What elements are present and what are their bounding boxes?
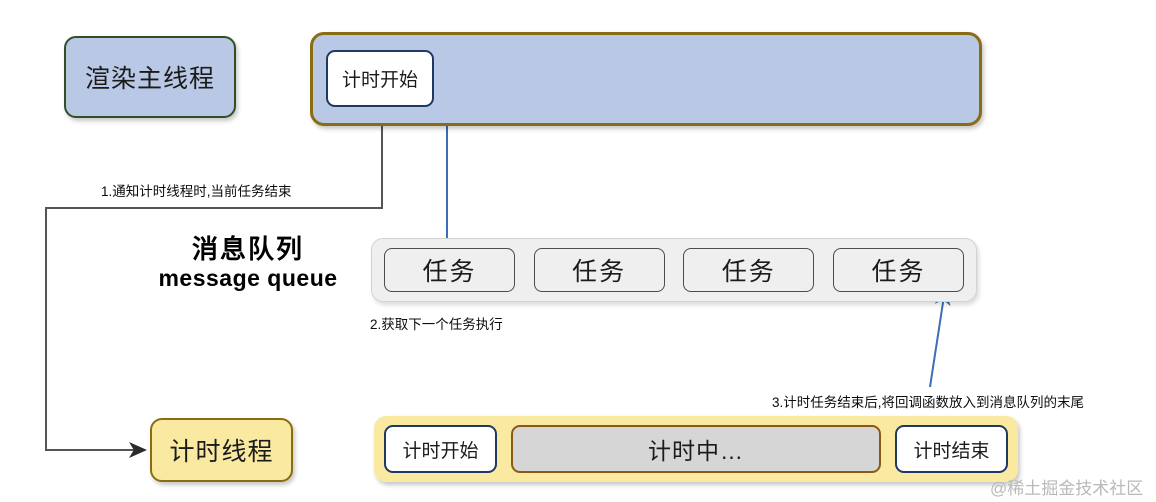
timer-thread-box: 计时线程	[150, 418, 293, 482]
timer-segment-start-label: 计时开始	[402, 440, 479, 462]
task-chip-label: 任务	[422, 258, 477, 286]
timer-segment-running: 计时中…	[511, 425, 881, 473]
main-thread-timer-start-chip: 计时开始	[326, 50, 434, 107]
list-item: 任务	[832, 248, 964, 292]
render-main-thread-label: 渲染主线程	[84, 65, 215, 93]
list-item: 任务	[533, 248, 665, 292]
timer-thread-segment-list: 计时开始 计时中… 计时结束	[374, 416, 1018, 482]
timer-segment-end: 计时结束	[895, 425, 1008, 473]
timer-thread-timeline-bar: 计时开始 计时中… 计时结束	[374, 416, 1018, 482]
message-queue-label-group: 消息队列 message queue	[148, 234, 348, 292]
task-chip-label: 任务	[871, 258, 926, 286]
task-chip-label: 任务	[572, 258, 627, 286]
task-chip-label: 任务	[721, 258, 776, 286]
message-queue-label-cn: 消息队列	[191, 234, 304, 264]
annotation-2: 2.获取下一个任务执行	[370, 317, 503, 332]
timer-segment-end-label: 计时结束	[913, 440, 990, 462]
message-queue-task-list: 任务 任务 任务 任务	[372, 239, 976, 301]
list-item: 任务	[384, 248, 515, 292]
timer-segment-running-label: 计时中…	[648, 438, 744, 464]
main-thread-timer-start-label: 计时开始	[341, 70, 418, 91]
timer-segment-start: 计时开始	[384, 425, 497, 473]
annotation-1: 1.通知计时线程时,当前任务结束	[101, 184, 292, 199]
arrow-enqueue-callback	[929, 287, 951, 388]
render-main-thread-box: 渲染主线程	[64, 36, 236, 118]
annotation-3: 3.计时任务结束后,将回调函数放入到消息队列的末尾	[772, 395, 1085, 410]
timer-thread-label: 计时线程	[169, 438, 274, 466]
list-item: 任务	[683, 248, 815, 292]
watermark: @稀土掘金技术社区	[990, 479, 1144, 498]
message-queue-container: 任务 任务 任务 任务	[371, 238, 977, 302]
message-queue-label-en: message queue	[158, 264, 338, 291]
